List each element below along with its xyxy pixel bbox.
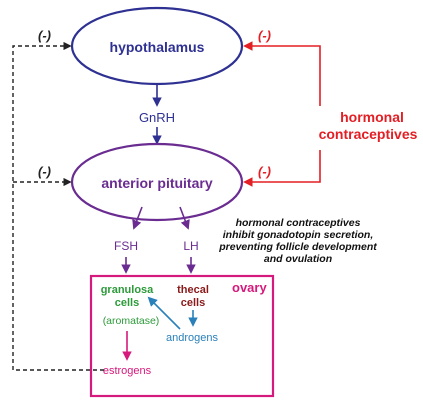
note-line-1: hormonal contraceptives (236, 217, 361, 229)
arrow-androgens-granulosa (147, 296, 181, 330)
fsh-label: FSH (114, 239, 138, 253)
granulosa-label-1: granulosa (101, 284, 154, 296)
anterior-pituitary-ellipse (70, 142, 244, 222)
hypothalamus-label: hypothalamus (110, 39, 205, 55)
feedback-sign-left-top: (-) (38, 28, 51, 43)
thecal-label-1: thecal (177, 284, 209, 296)
feedback-sign-right-top: (-) (258, 28, 271, 43)
estrogens-label: estrogens (103, 365, 152, 377)
aromatase-label: (aromatase) (103, 315, 160, 327)
contraceptives-label-1: hormonal (340, 109, 404, 125)
anterior-pituitary-label: anterior pituitary (101, 175, 212, 191)
androgens-label: androgens (166, 332, 218, 344)
feedback-line-estrogens (12, 41, 104, 371)
lh-label: LH (183, 239, 198, 253)
feedback-sign-right-mid: (-) (258, 164, 271, 179)
contraceptive-line-hypothalamus (243, 41, 321, 106)
contraceptives-label-2: contraceptives (319, 126, 418, 142)
arrow-pituitary-lh (179, 206, 190, 230)
gnrh-label: GnRH (139, 110, 175, 125)
ovary-label: ovary (232, 280, 267, 295)
feedback-sign-left-mid: (-) (38, 164, 51, 179)
ovary-box (89, 274, 275, 398)
granulosa-label-2: cells (115, 297, 139, 309)
note-line-3: preventing follicle development (218, 241, 377, 253)
note-line-4: and ovulation (264, 253, 332, 265)
contraceptive-line-pituitary (243, 150, 321, 187)
arrow-pituitary-fsh (132, 206, 143, 230)
thecal-label-2: cells (181, 297, 205, 309)
note-line-2: inhibit gonadotopin secretion, (223, 229, 374, 241)
